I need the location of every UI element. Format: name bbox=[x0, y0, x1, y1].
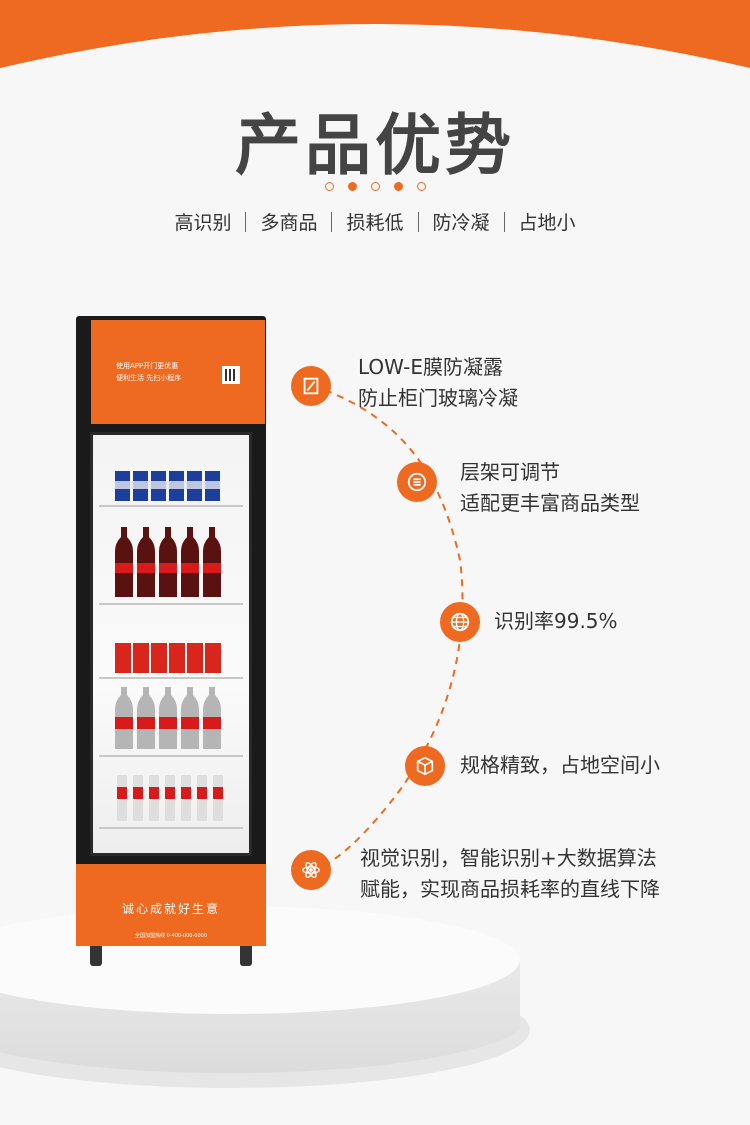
fridge-top-panel: 使用APP开门更优惠 便利生活 先扫小程序 bbox=[91, 320, 265, 424]
vending-fridge: 使用APP开门更优惠 便利生活 先扫小程序 bbox=[76, 316, 266, 971]
dot bbox=[393, 182, 403, 191]
feature-line: 识别率99.5% bbox=[494, 609, 618, 633]
globe-icon bbox=[440, 602, 480, 642]
fridge-foot bbox=[240, 946, 252, 966]
tag-separator bbox=[331, 211, 333, 232]
fridge-bottom-panel: 诚心成就好生意 全国加盟热线 0-400-000-0000 bbox=[76, 864, 266, 946]
top-orange-arc bbox=[0, 0, 750, 68]
feature-text-4: 规格精致，占地空间小 bbox=[460, 750, 660, 781]
dot bbox=[324, 182, 334, 191]
tag-separator bbox=[503, 211, 505, 232]
top-panel-line: 便利生活 先扫小程序 bbox=[116, 374, 182, 382]
feature-line: 规格精致，占地空间小 bbox=[460, 753, 660, 777]
feature-line: 适配更丰富商品类型 bbox=[460, 491, 640, 515]
feature-text-5: 视觉识别，智能识别+大数据算法 赋能，实现商品损耗率的直线下降 bbox=[360, 843, 660, 905]
feature-line: 赋能，实现商品损耗率的直线下降 bbox=[360, 877, 660, 901]
feature-text-3: 识别率99.5% bbox=[494, 606, 618, 637]
fridge-top-text: 使用APP开门更优惠 便利生活 先扫小程序 bbox=[116, 360, 181, 384]
fridge-hotline: 全国加盟热线 0-400-000-0000 bbox=[135, 933, 207, 939]
white-podium bbox=[0, 906, 530, 1088]
tag-separator bbox=[245, 211, 247, 232]
tag-separator bbox=[417, 211, 419, 232]
feature-line: LOW-E膜防凝露 bbox=[358, 355, 503, 379]
tag-item: 占地小 bbox=[518, 212, 576, 234]
dot bbox=[416, 182, 426, 191]
drinks-display bbox=[99, 471, 243, 829]
glass-door bbox=[90, 432, 252, 856]
tag-item: 多商品 bbox=[260, 212, 318, 234]
top-panel-line: 使用APP开门更优惠 bbox=[116, 362, 179, 370]
tag-item: 高识别 bbox=[174, 212, 232, 234]
feature-tags: 高识别 多商品 损耗低 防冷凝 占地小 bbox=[0, 208, 750, 235]
fridge-foot bbox=[90, 946, 102, 966]
feature-line: 层架可调节 bbox=[460, 460, 560, 484]
page-title: 产品优势 bbox=[235, 107, 515, 184]
feature-line: 防止柜门玻璃冷凝 bbox=[358, 386, 518, 410]
box-icon bbox=[405, 746, 445, 786]
atom-icon bbox=[291, 850, 331, 890]
shelf-list-icon bbox=[397, 462, 437, 502]
dot bbox=[370, 182, 380, 191]
tag-item: 防冷凝 bbox=[432, 212, 490, 234]
dot bbox=[347, 182, 357, 191]
feature-text-1: LOW-E膜防凝露 防止柜门玻璃冷凝 bbox=[358, 352, 518, 414]
film-icon bbox=[291, 366, 331, 406]
qr-code-icon bbox=[222, 366, 240, 384]
feature-text-2: 层架可调节 适配更丰富商品类型 bbox=[460, 457, 640, 519]
feature-line: 视觉识别，智能识别+大数据算法 bbox=[360, 846, 657, 870]
fridge-slogan: 诚心成就好生意 bbox=[121, 902, 220, 916]
decorative-dots bbox=[0, 182, 750, 191]
tag-item: 损耗低 bbox=[346, 212, 404, 234]
